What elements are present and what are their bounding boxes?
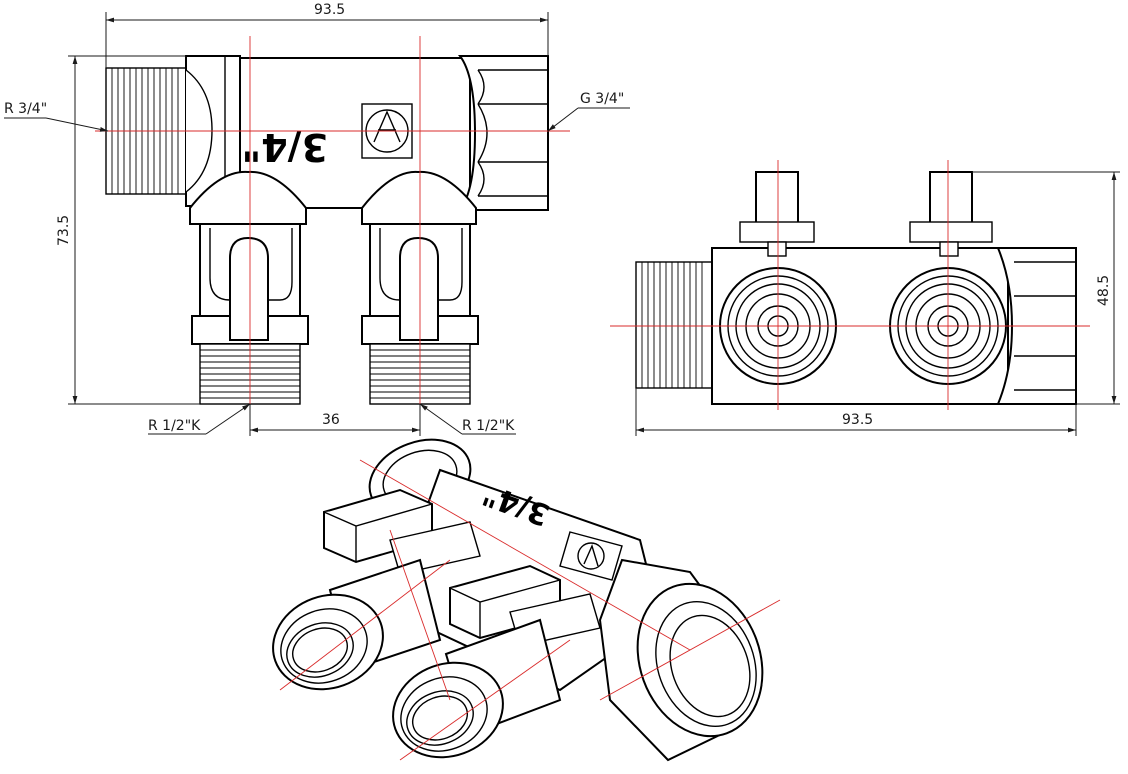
iso-handle-1 [323,488,481,575]
side-view: 93.5 48.5 [610,160,1120,436]
side-width-dim: 93.5 [842,412,873,428]
side-height-dim: 48.5 [1096,275,1112,306]
front-height-dim: 73.5 [56,215,72,246]
inlet-label: R 3/4" [4,101,47,117]
front-view: 3/4" [4,2,630,436]
front-spacing-dim: 36 [322,412,340,428]
branch-label-left: R 1/2"K [148,418,201,434]
isometric-view: 3/4" [272,438,781,762]
branch-label-right: R 1/2"K [462,418,515,434]
front-body-mark: 3/4" [241,125,328,169]
iso-logo-icon [559,531,623,581]
outlet-label: G 3/4" [580,91,624,107]
front-width-dim: 93.5 [314,2,345,18]
front-body-mark-text: 3/4" [241,125,328,169]
